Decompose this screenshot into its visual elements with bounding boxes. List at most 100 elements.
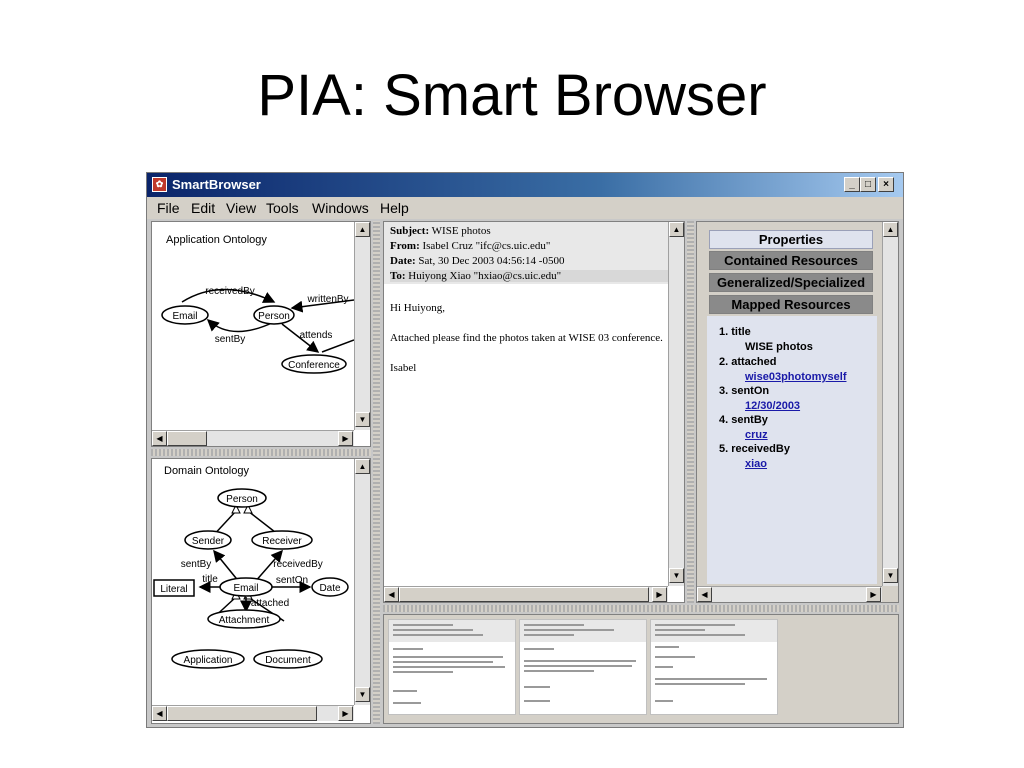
scroll-down-icon[interactable]: ▼ <box>883 568 898 583</box>
email-thumbnail[interactable] <box>519 619 647 715</box>
related-emails-pane <box>383 614 899 724</box>
properties-pane: Properties Contained Resources Generaliz… <box>696 221 899 603</box>
menu-file[interactable]: File <box>157 200 180 216</box>
tab-generalized-specialized[interactable]: Generalized/Specialized <box>709 273 873 292</box>
scroll-down-icon[interactable]: ▼ <box>355 687 370 702</box>
scroll-left-icon[interactable]: ◀ <box>152 431 167 446</box>
scroll-right-icon[interactable]: ▶ <box>652 587 667 602</box>
dnode-attachment-label: Attachment <box>219 615 270 626</box>
scroll-left-icon[interactable]: ◀ <box>697 587 712 602</box>
scroll-down-icon[interactable]: ▼ <box>355 412 370 427</box>
email-thumbnail[interactable] <box>388 619 516 715</box>
bottom-splitter[interactable] <box>383 605 899 612</box>
close-button[interactable]: × <box>878 177 894 192</box>
prop-title-value: WISE photos <box>745 341 813 353</box>
email-from: Isabel Cruz "ifc@cs.uic.edu" <box>422 240 551 252</box>
hscroll-thumb[interactable] <box>167 706 317 721</box>
email-pane: Subject: WISE photos From: Isabel Cruz "… <box>383 221 685 603</box>
node-person-label: Person <box>258 311 290 322</box>
node-conference[interactable] <box>281 354 347 374</box>
application-ontology-pane: Application Ontology Email Person Confer… <box>151 221 371 447</box>
node-person[interactable] <box>253 305 295 325</box>
domain-ontology-hscroll[interactable]: ◀ ▶ <box>152 705 354 721</box>
prop-senton-name: 3. sentOn <box>719 385 770 397</box>
email-header: Subject: WISE photos From: Isabel Cruz "… <box>384 222 668 284</box>
prop-sentby-name: 4. sentBy <box>719 414 768 426</box>
scroll-right-icon[interactable]: ▶ <box>338 706 353 721</box>
properties-hscroll[interactable]: ◀ ▶ <box>697 586 882 602</box>
app-ontology-hscroll[interactable]: ◀ ▶ <box>152 430 354 446</box>
edge-attends <box>281 323 320 353</box>
tab-mapped-resources[interactable]: Mapped Resources <box>709 295 873 314</box>
menu-help[interactable]: Help <box>380 200 409 216</box>
to-label: To: <box>390 270 406 282</box>
dedge-attached-label: attached <box>251 598 289 609</box>
dedge-title-label: title <box>202 574 218 585</box>
prop-sentby-link[interactable]: cruz <box>745 429 768 441</box>
menu-view[interactable]: View <box>226 200 257 216</box>
edge-attends-label: attends <box>300 330 333 341</box>
properties-list: 1. title WISE photos 2. attached wise03p… <box>707 316 877 584</box>
dedge-sent-by-label: sentBy <box>181 559 212 570</box>
left-splitter[interactable] <box>151 449 371 456</box>
dnode-attachment[interactable] <box>207 609 281 629</box>
subject-label: Subject: <box>390 225 430 237</box>
edge-received-by-label: receivedBy <box>205 286 254 297</box>
edge-written-by <box>290 299 354 313</box>
tab-contained-resources[interactable]: Contained Resources <box>709 251 873 270</box>
email-date: Sat, 30 Dec 2003 04:56:14 -0500 <box>418 255 565 267</box>
domain-ontology-label: Domain Ontology <box>164 465 249 477</box>
title-bar[interactable]: ✿ SmartBrowser _ □ × <box>147 173 903 197</box>
node-email[interactable] <box>161 305 209 325</box>
email-hscroll[interactable]: ◀ ▶ <box>384 586 668 602</box>
scroll-up-icon[interactable]: ▲ <box>669 222 684 237</box>
prop-receivedby-link[interactable]: xiao <box>745 458 768 470</box>
properties-vscroll[interactable]: ▲ ▼ <box>882 222 898 586</box>
dedge-received-by-label: receivedBy <box>273 559 322 570</box>
dnode-date[interactable] <box>311 577 349 597</box>
scroll-up-icon[interactable]: ▲ <box>355 459 370 474</box>
email-subject: WISE photos <box>431 225 491 237</box>
dnode-application[interactable] <box>171 649 245 669</box>
dnode-email[interactable] <box>219 577 273 597</box>
menu-windows[interactable]: Windows <box>312 200 369 216</box>
menu-edit[interactable]: Edit <box>191 200 216 216</box>
scroll-left-icon[interactable]: ◀ <box>384 587 399 602</box>
dnode-application-label: Application <box>184 655 233 666</box>
menu-bar: File Edit View Tools Windows Help <box>147 197 903 219</box>
hscroll-thumb[interactable] <box>167 431 207 446</box>
scroll-up-icon[interactable]: ▲ <box>355 222 370 237</box>
minimize-button[interactable]: _ <box>844 177 860 192</box>
dnode-literal[interactable] <box>153 579 195 597</box>
prop-receivedby-name: 5. receivedBy <box>719 443 790 455</box>
domain-ontology-vscroll[interactable]: ▲ ▼ <box>354 459 370 705</box>
scroll-left-icon[interactable]: ◀ <box>152 706 167 721</box>
dnode-person[interactable] <box>217 488 267 508</box>
edge-written-by-label: writtenBy <box>306 294 348 305</box>
dnode-document[interactable] <box>253 649 323 669</box>
prop-attached-link[interactable]: wise03photomyself <box>745 371 847 383</box>
left-vertical-splitter[interactable] <box>373 221 380 724</box>
middle-vertical-splitter[interactable] <box>687 221 694 603</box>
scroll-down-icon[interactable]: ▼ <box>669 568 684 583</box>
scroll-right-icon[interactable]: ▶ <box>338 431 353 446</box>
dnode-sender-label: Sender <box>192 536 225 547</box>
smartbrowser-window: ✿ SmartBrowser _ □ × File Edit View Tool… <box>146 172 904 728</box>
hscroll-thumb[interactable] <box>399 587 649 602</box>
email-to: Huiyong Xiao "hxiao@cs.uic.edu" <box>408 270 562 282</box>
menu-tools[interactable]: Tools <box>266 200 299 216</box>
tab-properties[interactable]: Properties <box>709 230 873 249</box>
email-thumbnail[interactable] <box>650 619 778 715</box>
dnode-receiver[interactable] <box>251 530 313 550</box>
scroll-right-icon[interactable]: ▶ <box>866 587 881 602</box>
email-vscroll[interactable]: ▲ ▼ <box>668 222 684 586</box>
from-label: From: <box>390 240 420 252</box>
scroll-up-icon[interactable]: ▲ <box>883 222 898 237</box>
dnode-document-label: Document <box>265 655 311 666</box>
prop-attached-name: 2. attached <box>719 356 777 368</box>
app-ontology-vscroll[interactable]: ▲ ▼ <box>354 222 370 430</box>
dnode-sender[interactable] <box>184 530 232 550</box>
maximize-button[interactable]: □ <box>860 177 876 192</box>
prop-senton-link[interactable]: 12/30/2003 <box>745 400 801 412</box>
smartbrowser-icon: ✿ <box>152 177 167 192</box>
